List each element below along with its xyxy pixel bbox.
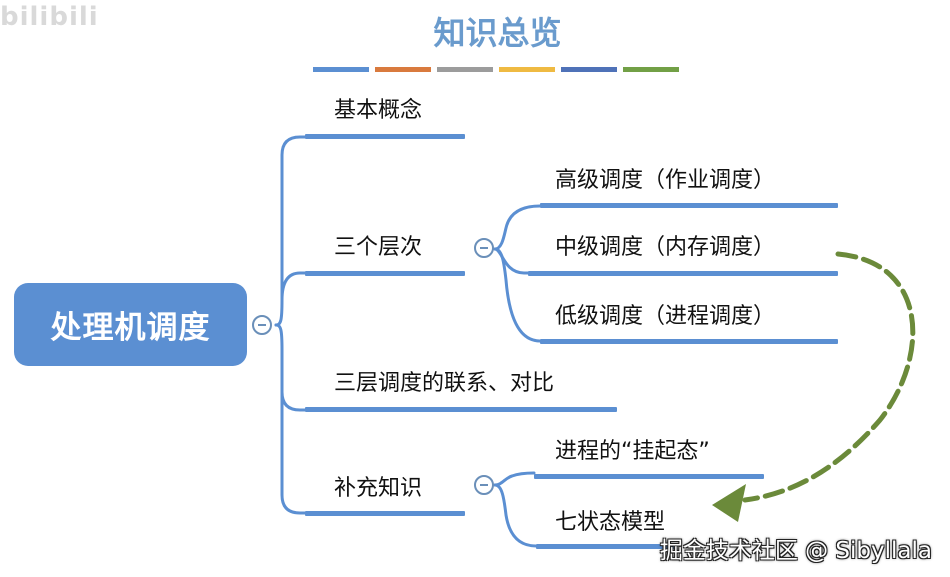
root-node[interactable]: 处理机调度 [14, 283, 247, 366]
connector-levels-low [493, 247, 542, 343]
child-underline [536, 544, 676, 549]
connector-root-basic [274, 135, 308, 327]
dashed-arrow [742, 251, 916, 503]
root-collapse-icon[interactable] [252, 315, 272, 335]
arrow-head-icon [712, 484, 746, 522]
child-underline [534, 474, 764, 479]
color-bar [437, 67, 493, 72]
branch-underline [305, 271, 465, 276]
color-bar [561, 67, 617, 72]
title-color-bars [313, 67, 679, 72]
watermark: 掘金技术社区 @ Sibyllala [659, 538, 932, 564]
level-high[interactable]: 高级调度（作业调度） [555, 168, 776, 193]
bilibili-logo: bilibili [0, 2, 99, 32]
connector-levels-high [493, 204, 542, 251]
branch-extra-knowledge[interactable]: 补充知识 [334, 476, 423, 501]
level-low[interactable]: 低级调度（进程调度） [555, 304, 776, 329]
branch-underline [305, 511, 465, 516]
branch-relation-compare[interactable]: 三层调度的联系、对比 [334, 371, 555, 396]
branch-basic-concept[interactable]: 基本概念 [334, 98, 423, 123]
page-title: 知识总览 [433, 14, 562, 52]
connector-root-levels [280, 271, 308, 302]
extra-collapse-icon[interactable] [474, 475, 494, 495]
levels-collapse-icon[interactable] [474, 238, 494, 258]
child-underline [540, 339, 838, 344]
color-bar [375, 67, 431, 72]
level-mid[interactable]: 中级调度（内存调度） [555, 235, 776, 260]
branch-underline [305, 134, 465, 139]
color-bar [623, 67, 679, 72]
connector-extra-suspend [493, 471, 536, 487]
color-bar [313, 67, 369, 72]
connector-extra-seven [493, 483, 538, 548]
extra-seven-state-model[interactable]: 七状态模型 [555, 510, 666, 535]
child-underline [528, 271, 838, 276]
connector-root-extra [280, 390, 308, 515]
color-bar [499, 67, 555, 72]
child-underline [540, 203, 838, 208]
branch-underline [305, 407, 617, 412]
extra-suspend-state[interactable]: 进程的“挂起态” [555, 439, 710, 464]
branch-three-levels[interactable]: 三个层次 [334, 235, 423, 260]
